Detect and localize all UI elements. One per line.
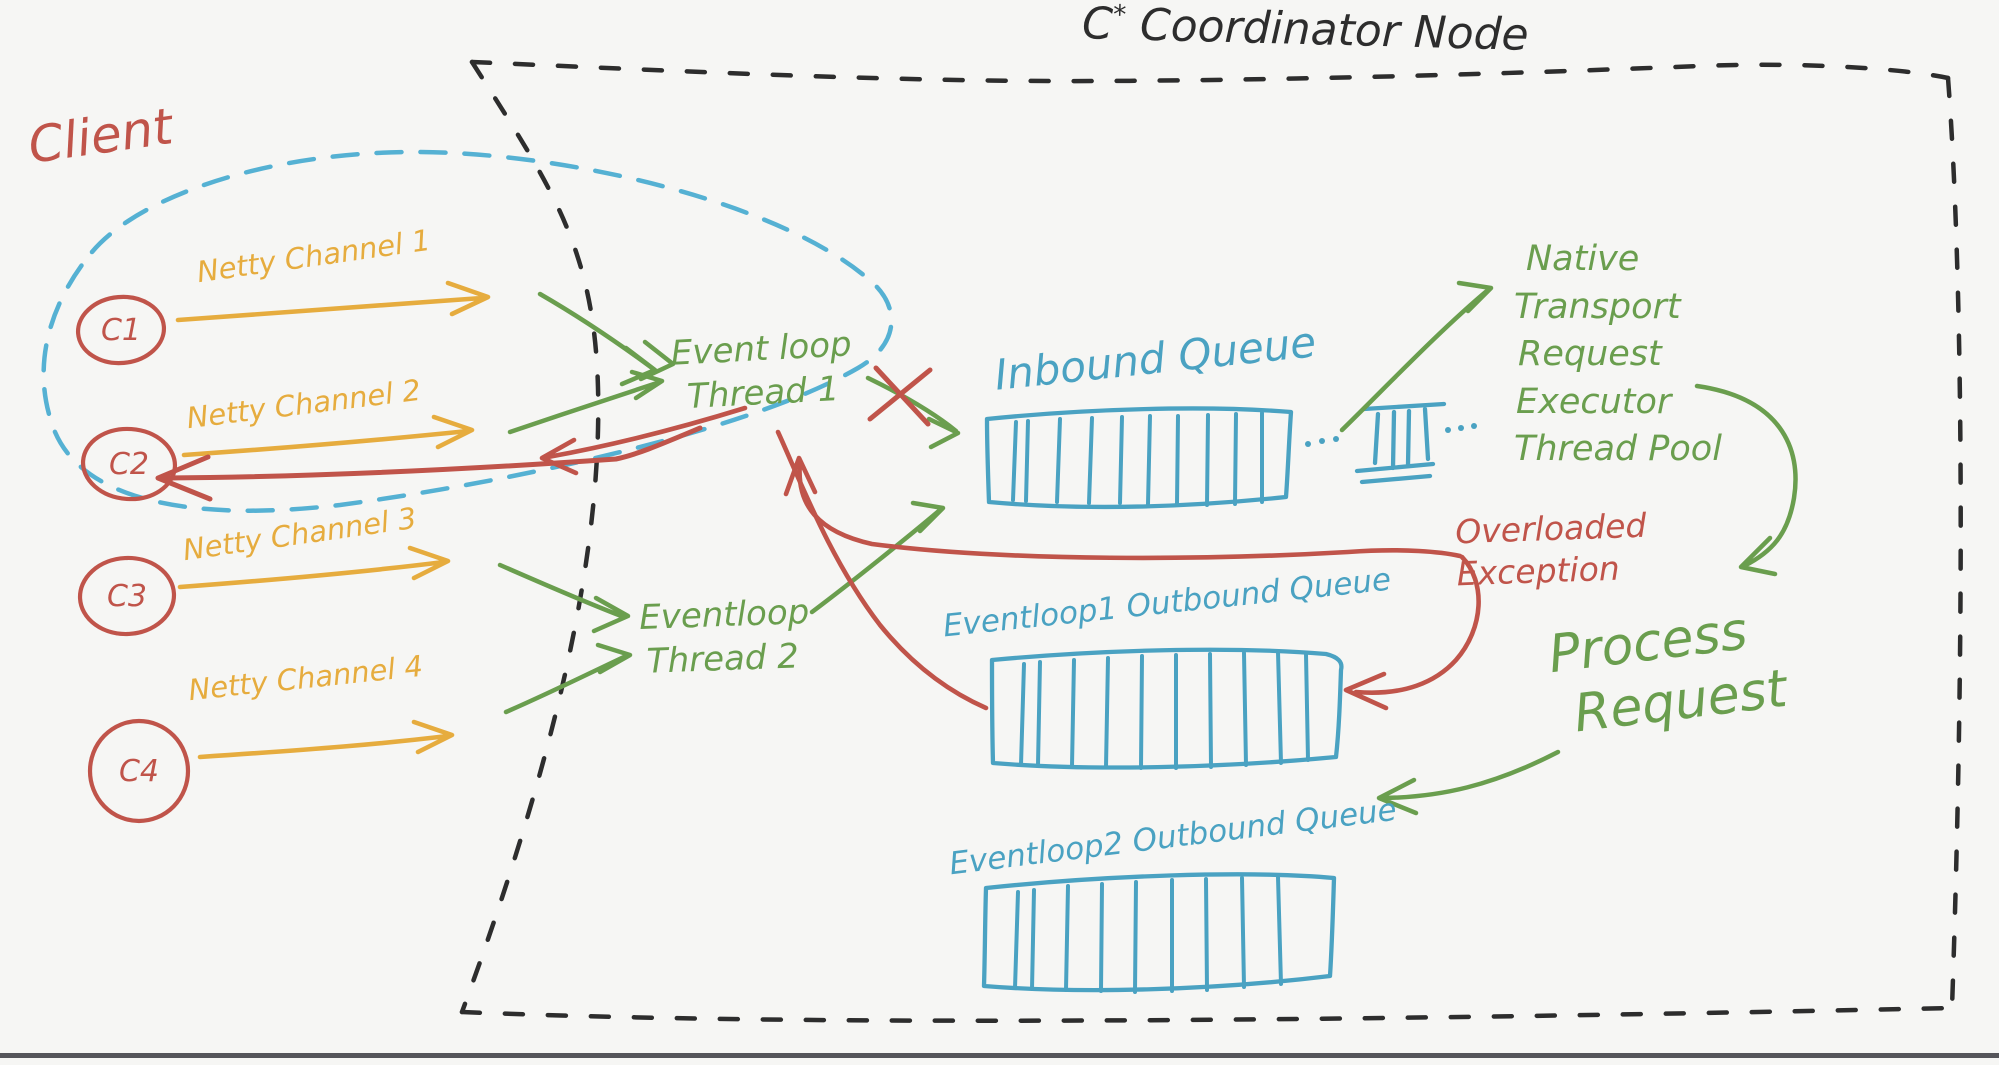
return-arrow-mid — [539, 405, 748, 476]
native-transport-executor-label: Native Transport Request Executor Thread… — [1514, 239, 1722, 470]
screen-bottom-edge — [0, 1053, 1999, 1058]
client-node-c3: C3 — [106, 579, 148, 614]
queue-ellipsis-right — [1445, 423, 1477, 433]
outbound-queue1-slots — [1019, 650, 1310, 770]
outbound-queue2-slots — [1013, 875, 1283, 994]
coordinator-border-left — [459, 59, 601, 1015]
overflow-box — [1354, 401, 1447, 485]
coordinator-border-bottom — [459, 1005, 1955, 1023]
channel4-to-eventloop2-arrow — [503, 642, 633, 715]
channel-3-arrow — [177, 545, 451, 590]
event-loop-thread2-label: Eventloop Thread 2 — [638, 592, 810, 682]
inbound-to-executor-arrow — [1339, 280, 1494, 433]
eventloop1-to-outbound1-line — [775, 429, 989, 711]
queue-ellipsis-left — [1305, 436, 1339, 447]
client-c2-circle — [80, 426, 178, 502]
channel-4-arrow — [197, 719, 455, 760]
channel2-to-eventloop1-arrow — [507, 369, 665, 435]
outbound-queue1-box — [989, 647, 1344, 770]
executor-process-arc — [1694, 383, 1798, 577]
event-loop-thread1-label: Event loop Thread 1 — [669, 324, 853, 417]
client-node-c1: C1 — [100, 313, 142, 348]
eventloop2-to-inbound-arrow — [809, 500, 946, 615]
inbound-queue-slots — [1011, 411, 1264, 507]
client-node-c2: C2 — [108, 447, 150, 482]
channel3-to-eventloop2-arrow — [497, 562, 631, 634]
client-c1-circle — [75, 294, 167, 366]
coordinator-border-right — [1945, 75, 1963, 1011]
channel1-to-eventloop1-arrow — [537, 291, 676, 387]
overloaded-to-eventloop1-arrow — [783, 455, 1463, 561]
channel-2-arrow — [181, 414, 475, 458]
process-to-outbound2-arrow — [1376, 749, 1561, 816]
blocked-x-mark — [867, 365, 933, 427]
client-c4-circle — [87, 718, 191, 824]
client-node-c4: C4 — [118, 754, 160, 789]
inbound-queue-box — [984, 406, 1294, 510]
eventloop1-to-inbound-arrow — [865, 375, 961, 450]
coordinator-border-top — [469, 59, 1951, 84]
asterisk-icon: * — [1112, 0, 1127, 31]
return-arrow-to-c2 — [155, 425, 703, 502]
overloaded-exception-label: Overloaded Exception — [1454, 505, 1648, 594]
overloaded-to-outbound1-arrow — [1343, 554, 1481, 711]
channel-1-arrow — [175, 280, 491, 323]
client-c3-circle — [77, 555, 177, 637]
outbound-queue2-box — [981, 872, 1337, 993]
